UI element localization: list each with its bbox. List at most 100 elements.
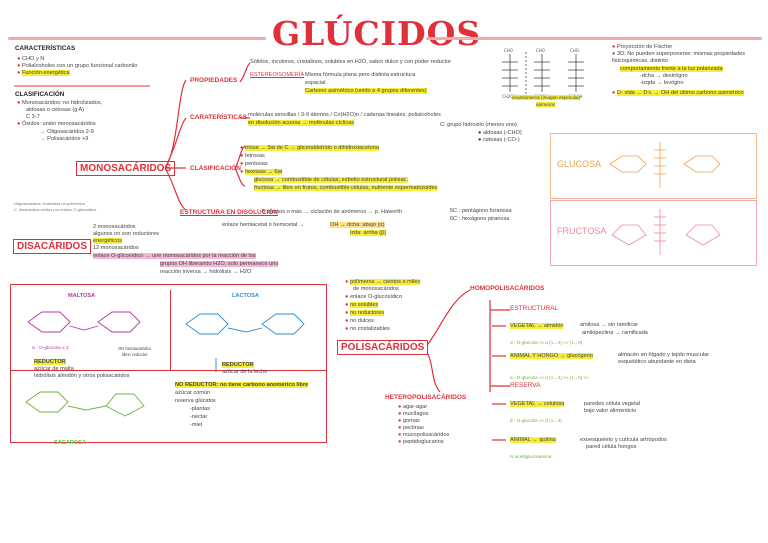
animal-glucogeno: ANIMAL Y HONGO → glucógeno bbox=[510, 353, 593, 359]
caract-item-3: ● Función energética bbox=[17, 70, 70, 76]
svg-text:CH2OH: CH2OH bbox=[502, 94, 517, 99]
clasif-item-2: aldosas o cetosas (g A) bbox=[26, 107, 85, 113]
disa-6: grupos OH liberando H2O, solo permanece … bbox=[160, 261, 279, 267]
sacarosa-label: SACAROSA bbox=[54, 440, 87, 446]
svg-text:CHO: CHO bbox=[504, 48, 513, 53]
vegetal-almidon: VEGETAL → almidón bbox=[510, 323, 564, 329]
fructosa-structures bbox=[611, 209, 721, 255]
poli-4: ● no solubles bbox=[345, 302, 379, 308]
caract-item-1: ● CHO y N bbox=[17, 56, 45, 62]
estructura-3: 6C : hexágono piranosa bbox=[450, 216, 510, 222]
grupo-2: ● aldosas (-CHO) bbox=[478, 130, 522, 136]
lactosa-structure bbox=[185, 313, 305, 335]
disa-2: algunos no son reductores bbox=[93, 231, 159, 237]
poli-5: ● no reductores bbox=[345, 310, 385, 316]
lactosa-desc: azúcar de la leche bbox=[222, 369, 268, 375]
celulosa-1: paredes célula vegetal bbox=[584, 401, 640, 407]
fischer-5: -izqda → levógiro bbox=[640, 80, 684, 86]
clasif-item-5: → Oligosacáridos 2-9 bbox=[40, 129, 94, 135]
disacaridos-frame bbox=[10, 284, 327, 443]
title-underline-left bbox=[8, 37, 266, 40]
glucogeno-formula: α - O-glucosa ≈≈ α (1→4) ≈≈ (1→6) ≈≈ bbox=[510, 375, 589, 380]
sacarosa-desc-5: -néctar bbox=[190, 414, 208, 420]
disa-5: enlace O-glicosídico → une monosacáridos… bbox=[93, 253, 256, 259]
quitina-1: exoesqueleto y cutícula artrópodos bbox=[580, 437, 667, 443]
estructura-4: enlace hemiacetal o hemicetal → bbox=[222, 222, 305, 228]
almidon-2: amilopectina → ramificada bbox=[582, 330, 648, 336]
epimeros-label: epímeros bbox=[536, 102, 556, 107]
reserva-label: RESERVA bbox=[510, 382, 541, 389]
mono-clasif-1: ● triosa → 3at de C → gliceraldehído o d… bbox=[240, 145, 379, 151]
fructosa-box bbox=[550, 200, 757, 266]
sacarosa-desc-1: NO REDUCTOR: no tiene carbono anomérico … bbox=[175, 382, 309, 388]
poli-1: ● polímeros → cientos o miles bbox=[345, 279, 421, 285]
estructura-1: 5 átomos o más → ciclación de anómeros →… bbox=[262, 209, 402, 215]
hetero-6: ● peptidoglucanos bbox=[398, 439, 444, 445]
maltosa-sub: α - O-glucosa x 2 bbox=[32, 346, 69, 351]
poli-2: de monosacáridos bbox=[353, 286, 399, 292]
mono-clasif-5: glucosa → combustible de células, esbelt… bbox=[254, 177, 408, 183]
celulosa-2: bajo valor alimenticio bbox=[584, 408, 637, 414]
quitina-2: pared célula hongos bbox=[586, 444, 637, 450]
caracteristicas-title: CARACTERÍSTICAS bbox=[15, 45, 76, 52]
polisacaridos-box: POLISACÁRIDOS bbox=[337, 340, 429, 355]
fructosa-label: FRUCTOSA bbox=[557, 226, 607, 236]
poli-7: ● no cristalizables bbox=[345, 326, 390, 332]
sacarosa-desc-2: azúcar común bbox=[175, 390, 211, 396]
estereo-2: espacial bbox=[305, 80, 326, 86]
clasif-item-1: ● Monosacáridos: no hidrolizados, bbox=[17, 100, 103, 106]
sacarosa-desc-6: -miel bbox=[190, 422, 203, 428]
glucogeno-1: almacén en hígado y tejido muscular bbox=[618, 352, 710, 358]
disa-3: energéticos bbox=[93, 238, 122, 244]
mono-clasif-6: fructosa → libre en frutos, combustible … bbox=[254, 185, 438, 191]
svg-text:CHO: CHO bbox=[536, 48, 545, 53]
almidon-1: amilosa → sin ramificar bbox=[580, 322, 639, 328]
poli-3: ● enlace O-glucosídico bbox=[345, 294, 403, 300]
hetero-2: ● mucílagos bbox=[398, 411, 429, 417]
clasif-item-3: C 3-7 bbox=[26, 114, 40, 120]
lactosa-label: LACTOSA bbox=[232, 293, 259, 299]
hetero-4: ● pectinas bbox=[398, 425, 424, 431]
maltosa-reductor: REDUCTOR bbox=[34, 359, 66, 365]
estructura-2: 5C : pentágono furanosa bbox=[450, 208, 512, 214]
glucosa-label: GLUCOSA bbox=[557, 159, 602, 169]
mono-clasif-4: ● hexosas → 6at bbox=[240, 169, 283, 175]
page-title: GLÚCIDOS bbox=[272, 14, 482, 53]
propiedades-text: Sólidos, incoloros, cristalinos, soluble… bbox=[250, 59, 452, 65]
disa-4: 12 monosacáridos bbox=[93, 245, 139, 251]
sacarosa-desc-3: reserva glúcidos bbox=[175, 398, 216, 404]
left-note-2: C. disacáridos unidos por enlace O-glico… bbox=[14, 207, 97, 212]
celulosa-formula: β - O-glucosa ≈≈ β (1→4) bbox=[510, 418, 562, 423]
sacarosa-structure bbox=[25, 391, 145, 417]
maltosa-desc-1: azúcar de malta bbox=[34, 366, 74, 372]
lactosa-reductor: REDUCTOR bbox=[222, 362, 254, 368]
grupo-3: ● cetosas (-CO-) bbox=[478, 137, 520, 143]
clasif-item-4: ● Ósidos: unión monosacáridos bbox=[17, 121, 96, 127]
mono-clasif-2: ● tetrosas bbox=[240, 153, 265, 159]
disa-7: reacción inversa → hidrólisis → H2O bbox=[160, 269, 252, 275]
animal-quitina: ANIMAL → quitina bbox=[510, 437, 556, 443]
hetero-1: ● agar-agar bbox=[398, 404, 428, 410]
mono-caract-2: en disolución acuosa → moléculas cíclica… bbox=[248, 120, 355, 126]
disa-divider-v bbox=[170, 290, 172, 370]
maltosa-structure bbox=[27, 311, 141, 333]
caracteristicas-label: CARATERÍSTICAS bbox=[190, 114, 247, 121]
svg-text:CHO: CHO bbox=[570, 48, 579, 53]
heteropolisacaridos-label: HETEROPOLISACÁRIDOS bbox=[385, 394, 467, 401]
quitina-formula: N-acetilglucosamina bbox=[510, 454, 552, 459]
maltosa-desc-2: hidrólisis almidón y otros polisacáridos bbox=[34, 373, 130, 379]
glucosa-structures bbox=[609, 142, 721, 188]
clasif-item-6: → Polisacáridos +9 bbox=[40, 136, 89, 142]
estructura-label: ESTRUCTURA EN DISOLUCIÓN bbox=[180, 209, 278, 216]
fischer-2: ● 3D: No pueden superponerse: mismas pro… bbox=[612, 51, 746, 64]
estructural-label: ESTRUCTURAL bbox=[510, 305, 559, 312]
poli-6: ● no dulces bbox=[345, 318, 374, 324]
fischer-4: -dcha → dextrógiro bbox=[640, 73, 688, 79]
disa-1: 2 monosacáridos bbox=[93, 224, 136, 230]
grupo-1: C: grupo hidroxilo (menos uno) bbox=[440, 122, 517, 128]
fischer-1: ● Proyección de Fischer bbox=[612, 44, 673, 50]
left-note-1: Oligosacáridos: Holosidos no polimérico bbox=[14, 201, 86, 206]
estructura-5: OH → dcha: abajo (α) bbox=[330, 222, 385, 228]
mono-clasif-3: ● pentosas bbox=[240, 161, 268, 167]
clasificacion-label: CLASIFICACIÓN bbox=[190, 165, 241, 172]
